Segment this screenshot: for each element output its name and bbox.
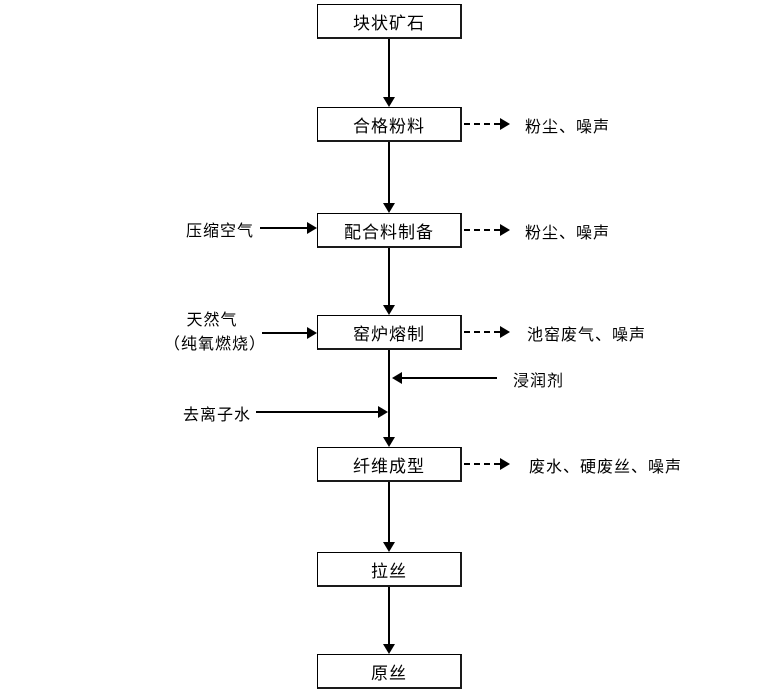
arrow-kiln-melting-to-fiber-forming [388,350,390,437]
input-natural-gas-line2: （纯氧燃烧） [164,334,267,353]
arrowhead-right-icon [307,222,317,234]
input-compressed-air-label: 压缩空气 [186,221,255,240]
arrow-drawing-to-raw-strand [388,587,390,644]
arrow-deionized-water [256,411,378,413]
arrowhead-down-icon [383,305,395,315]
node-label: 块状矿石 [353,13,425,34]
emission-kiln-waste-gas-label: 池窑废气、噪声 [527,325,647,344]
arrowhead-right-icon [378,406,388,418]
arrow-fiber-forming-to-drawing [388,482,390,542]
dashed-arrow-dust-noise-2 [464,229,500,231]
arrow-batch-prep-to-kiln-melting [388,248,390,305]
arrowhead-down-icon [383,437,395,447]
arrow-compressed-air [260,227,307,229]
dashed-arrow-kiln-waste-gas [464,331,500,333]
dashed-arrow-fiber-forming-waste [464,463,500,465]
arrow-qualified-powder-to-batch-prep [388,142,390,203]
arrowhead-right-icon [307,327,317,339]
arrowhead-right-icon [500,458,510,470]
node-label: 原丝 [371,663,407,684]
input-deionized-water-label: 去离子水 [183,405,252,424]
arrowhead-down-icon [383,203,395,213]
node-raw-strand: 原丝 [317,654,462,689]
node-batch-preparation: 配合料制备 [317,213,462,248]
arrow-natural-gas [262,332,307,334]
node-label: 合格粉料 [353,116,425,137]
node-lump-ore: 块状矿石 [317,4,462,39]
arrowhead-down-icon [383,97,395,107]
arrowhead-down-icon [383,644,395,654]
arrowhead-right-icon [500,326,510,338]
arrow-lump-ore-to-qualified-powder [388,39,390,97]
dashed-arrow-dust-noise-1 [464,123,500,125]
node-kiln-melting: 窑炉熔制 [317,315,462,350]
node-drawing: 拉丝 [317,552,462,587]
arrowhead-left-icon [392,372,402,384]
emission-dust-noise-2-label: 粉尘、噪声 [525,223,611,242]
node-label: 拉丝 [371,561,407,582]
arrowhead-right-icon [500,118,510,130]
emission-dust-noise-1-label: 粉尘、噪声 [525,117,611,136]
arrow-sizing-agent [402,377,497,379]
input-natural-gas-label: 天然气 （纯氧燃烧） [164,308,267,356]
node-label: 窑炉熔制 [353,324,425,345]
emission-fiber-forming-waste-label: 废水、硬废丝、噪声 [529,457,683,476]
node-label: 纤维成型 [353,456,425,477]
node-qualified-powder: 合格粉料 [317,107,462,142]
input-sizing-agent-label: 浸润剂 [513,371,565,390]
arrowhead-down-icon [383,542,395,552]
arrowhead-right-icon [500,224,510,236]
input-natural-gas-line1: 天然气 [186,310,238,329]
node-fiber-forming: 纤维成型 [317,447,462,482]
node-label: 配合料制备 [344,222,434,243]
